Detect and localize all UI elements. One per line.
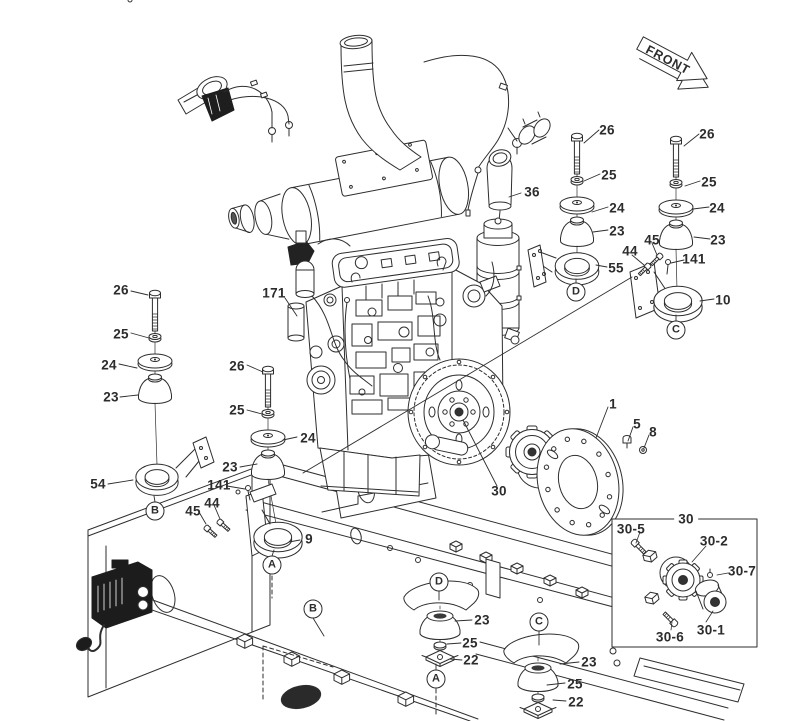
callout-mount-22-c-lower: 22 xyxy=(568,694,584,710)
section-marker-a1: A xyxy=(262,555,282,575)
mount-stack-b xyxy=(135,289,214,496)
lower-mount-c xyxy=(504,634,579,719)
callout-bolt-44-a: 44 xyxy=(204,495,220,511)
lower-mount-d xyxy=(404,581,479,667)
callout-pin-141-a: 141 xyxy=(207,477,231,493)
callout-washer-45-a: 45 xyxy=(185,503,201,519)
callout-mount-23-b: 23 xyxy=(103,389,119,405)
engine-illustration xyxy=(288,231,510,496)
callout-washer-25-a: 25 xyxy=(229,402,245,418)
mount-stack-a xyxy=(202,365,303,559)
callout-mount-23-c-lower: 23 xyxy=(581,654,597,670)
callout-plate-1: 1 xyxy=(609,396,617,412)
callout-mount-23-d-lower: 23 xyxy=(474,612,490,628)
callout-plate-24-a: 24 xyxy=(300,430,316,446)
callout-bracket-10: 10 xyxy=(715,292,731,308)
callout-bracket-9: 9 xyxy=(305,531,313,547)
section-marker-d2: D xyxy=(429,572,449,592)
section-marker-b2: B xyxy=(303,599,323,619)
callout-plate-24-d: 24 xyxy=(609,200,625,216)
callout-engine-171: 171 xyxy=(262,285,286,301)
callout-bolt-26-a: 26 xyxy=(229,358,245,374)
callout-plate-24-c: 24 xyxy=(709,200,725,216)
callout-washer-25-d: 25 xyxy=(601,167,617,183)
section-marker-b1: B xyxy=(145,501,165,521)
callout-pin-141-c: 141 xyxy=(682,251,706,267)
section-marker-c1: C xyxy=(666,320,686,340)
callout-washer-8: 8 xyxy=(649,424,657,440)
leader-lines xyxy=(108,130,714,701)
callout-elbow-36: 36 xyxy=(524,184,540,200)
mount-stack-d xyxy=(528,132,600,287)
callout-washer-25-d-lower: 25 xyxy=(462,635,478,651)
callout-coupling-box-30: 30 xyxy=(674,511,698,527)
callout-bolt-26-d: 26 xyxy=(599,122,615,138)
elbow-and-filter-illustration xyxy=(477,112,553,344)
callout-bolt-26-c: 26 xyxy=(699,126,715,142)
callout-coupling-30-2: 30-2 xyxy=(699,533,729,549)
mount-stack-c xyxy=(630,135,703,323)
callout-washer-45-c: 45 xyxy=(644,232,660,248)
callout-mount-23-d: 23 xyxy=(609,223,625,239)
muffler-illustration xyxy=(178,34,522,258)
callout-washer-25-c: 25 xyxy=(701,174,717,190)
pump-illustration xyxy=(74,560,152,653)
section-marker-d1: D xyxy=(566,282,586,302)
section-marker-c2: C xyxy=(529,612,549,632)
callout-mount-23-a: 23 xyxy=(222,459,238,475)
callout-mount-22-d-lower: 22 xyxy=(463,652,479,668)
callout-washer-25-c-lower: 25 xyxy=(567,676,583,692)
callout-coupling-30-6: 30-6 xyxy=(655,629,685,645)
callout-coupling-30: 30 xyxy=(491,483,507,499)
drive-plate-illustration xyxy=(526,419,646,545)
callout-bracket-54: 54 xyxy=(90,476,106,492)
frame-illustration xyxy=(88,0,744,721)
callout-bolt-5: 5 xyxy=(633,416,641,432)
callout-plate-24-b: 24 xyxy=(101,357,117,373)
front-arrow xyxy=(629,29,719,101)
callout-bolt-26-b: 26 xyxy=(113,282,129,298)
callout-coupling-30-5: 30-5 xyxy=(616,521,646,537)
callout-mount-23-c: 23 xyxy=(710,232,726,248)
section-marker-a2: A xyxy=(426,669,446,689)
callout-bracket-55: 55 xyxy=(608,260,624,276)
callout-washer-25-b: 25 xyxy=(113,326,129,342)
callout-bolt-44-c: 44 xyxy=(622,243,638,259)
coupling-detail-box xyxy=(612,519,757,647)
callout-coupling-30-7: 30-7 xyxy=(727,563,757,579)
callout-coupling-30-1: 30-1 xyxy=(696,622,726,638)
